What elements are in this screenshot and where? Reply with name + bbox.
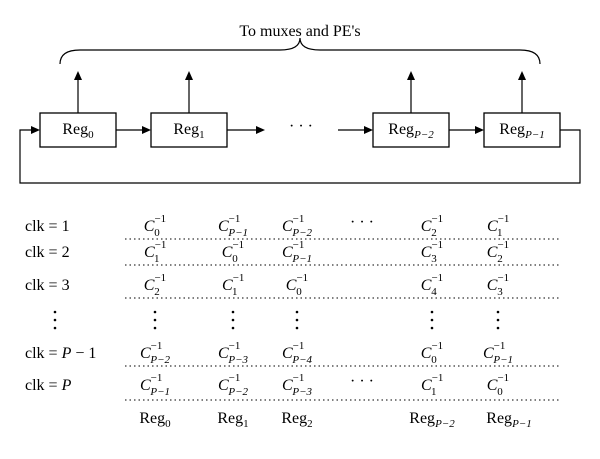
register-box-p2 bbox=[372, 112, 450, 148]
row-ellipsis: · · · bbox=[350, 214, 374, 231]
column-label-0: Reg0 bbox=[139, 410, 171, 430]
vertical-ellipsis bbox=[53, 310, 57, 330]
register-label-1: Reg1 bbox=[173, 121, 204, 141]
output-arrows bbox=[77, 75, 523, 113]
register-label-2: RegP−2 bbox=[388, 121, 434, 141]
row-label: clk = P bbox=[25, 377, 72, 394]
chain-ellipsis: · · · bbox=[289, 118, 313, 135]
diagram-title: To muxes and PE's bbox=[239, 23, 360, 40]
chain-arrowheads bbox=[31, 126, 484, 134]
vertical-ellipsis bbox=[153, 310, 157, 330]
column-label-1: Reg1 bbox=[217, 410, 248, 430]
register-labels: Reg0 Reg1 RegP−2 RegP−1 bbox=[62, 121, 544, 141]
row-ellipsis: · · · bbox=[350, 373, 374, 390]
register-chain bbox=[39, 112, 561, 148]
top-brace bbox=[59, 37, 541, 65]
vertical-ellipsis bbox=[430, 310, 434, 330]
vertical-ellipsis bbox=[496, 310, 500, 330]
column-label-4: RegP−1 bbox=[486, 410, 531, 430]
row-label: clk = 1 bbox=[25, 218, 70, 235]
register-box-1 bbox=[150, 112, 228, 148]
vertical-ellipsis bbox=[231, 310, 235, 330]
output-arrowheads bbox=[74, 71, 526, 80]
column-label-3: RegP−2 bbox=[409, 410, 455, 430]
register-label-0: Reg0 bbox=[62, 121, 94, 141]
chain-arrows bbox=[19, 129, 581, 184]
register-label-3: RegP−1 bbox=[499, 121, 544, 141]
row-label: clk = 3 bbox=[25, 277, 70, 294]
register-box-0 bbox=[39, 112, 117, 148]
row-label: clk = P − 1 bbox=[25, 345, 96, 362]
column-label-2: Reg2 bbox=[281, 410, 312, 430]
row-label: clk = 2 bbox=[25, 244, 70, 261]
vertical-ellipsis bbox=[295, 310, 299, 330]
